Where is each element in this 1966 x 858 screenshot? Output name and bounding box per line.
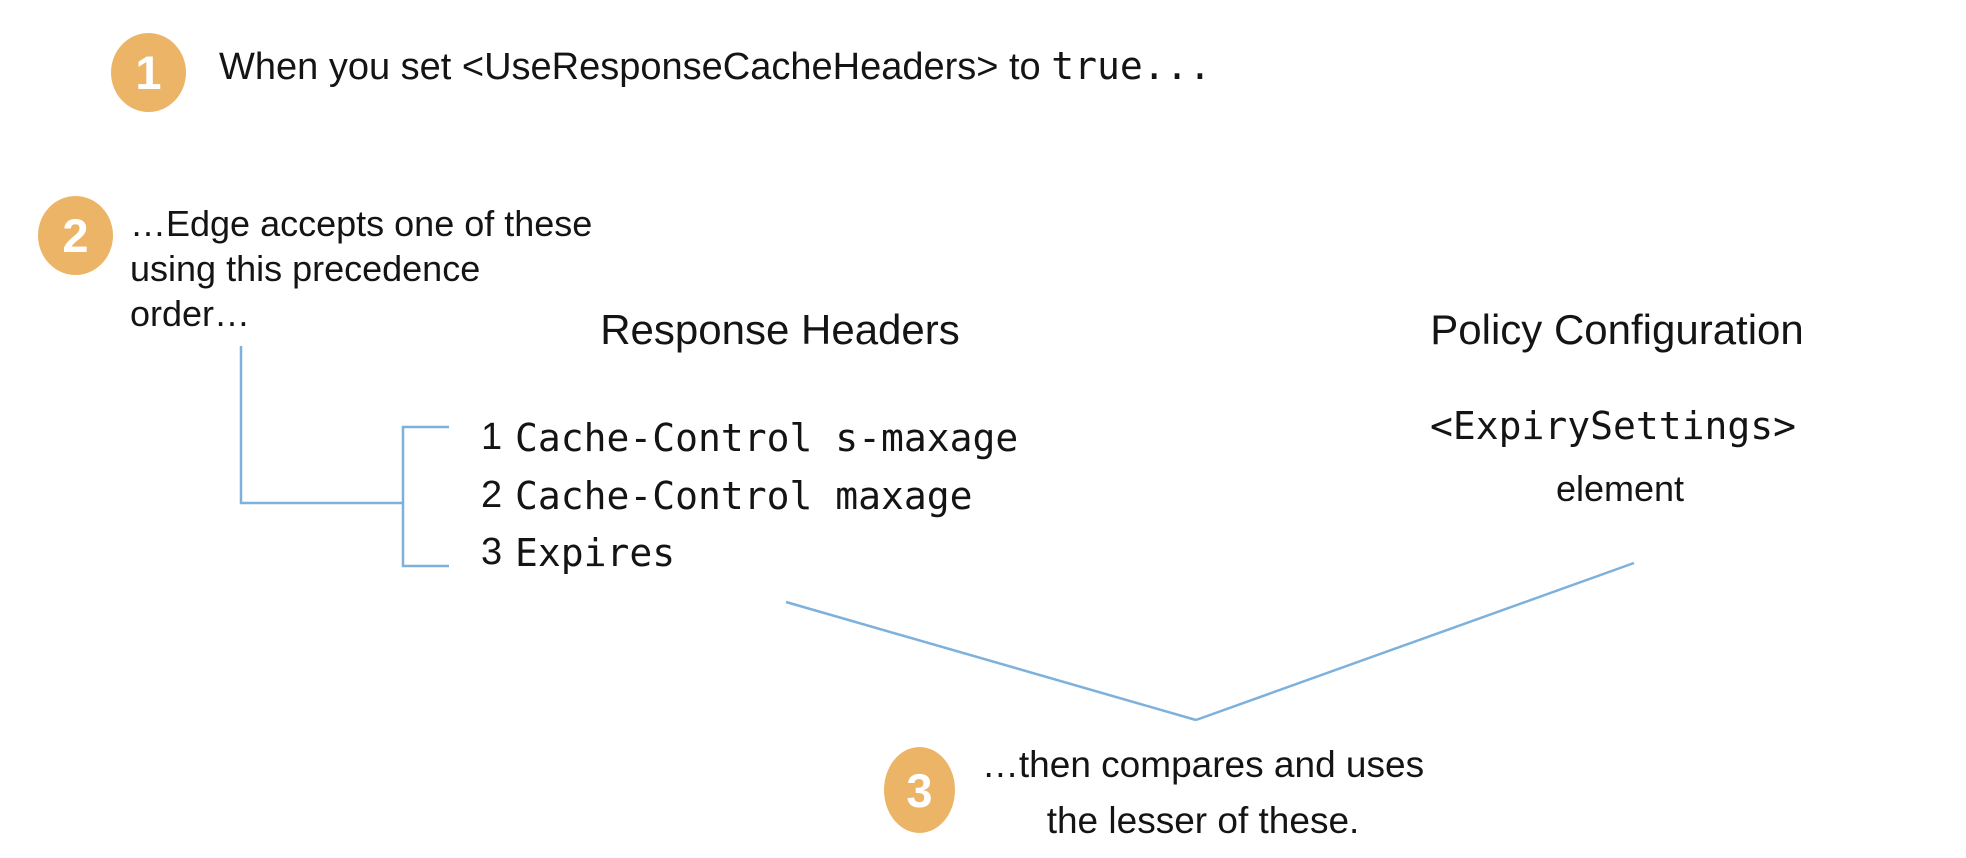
precedence-item-2: 2 Cache-Control maxage [481,474,973,518]
precedence-item-1-rank: 1 [481,416,503,458]
policy-configuration-heading: Policy Configuration [1430,306,1804,353]
expiry-settings-code: <ExpirySettings> [1429,404,1797,448]
merge-left-line [785,600,1197,722]
precedence-bracket [401,425,449,568]
step-1-badge: 1 [111,33,186,112]
step-1-code-true: true... [1051,44,1212,88]
step-1-number: 1 [135,46,162,99]
precedence-item-1: 1 Cache-Control s-maxage [481,416,1018,460]
step-3-text: …then compares and uses the lesser of th… [903,737,1503,849]
step-3-line-1: …then compares and uses [981,744,1425,785]
step-2-line-2: using this precedence [130,248,481,289]
step-3-badge: 3 [884,747,955,833]
precedence-item-3-rank: 3 [481,531,503,573]
precedence-item-3-label: Expires [515,531,676,575]
step-2-badge: 2 [38,196,113,275]
step-2-text: …Edge accepts one of these using this pr… [130,201,592,336]
step-1-text: When you set <UseResponseCacheHeaders> t… [219,44,1211,89]
precedence-stem-line [239,346,402,505]
response-headers-heading: Response Headers [600,306,960,353]
step-1-text-prefix: When you set <UseResponseCacheHeaders> t… [219,46,1052,88]
precedence-item-2-rank: 2 [481,474,503,516]
step-2-number: 2 [62,209,89,262]
precedence-item-2-label: Cache-Control maxage [515,474,973,518]
expiry-settings-caption: element [1555,468,1685,509]
precedence-item-3: 3 Expires [481,531,675,575]
step-3-line-2: the lesser of these. [1046,800,1360,841]
merge-right-line [1195,561,1635,722]
precedence-item-1-label: Cache-Control s-maxage [515,416,1019,460]
step-2-line-3: order… [130,293,251,334]
step-2-line-1: …Edge accepts one of these [130,203,593,244]
step-3-number: 3 [906,763,933,817]
